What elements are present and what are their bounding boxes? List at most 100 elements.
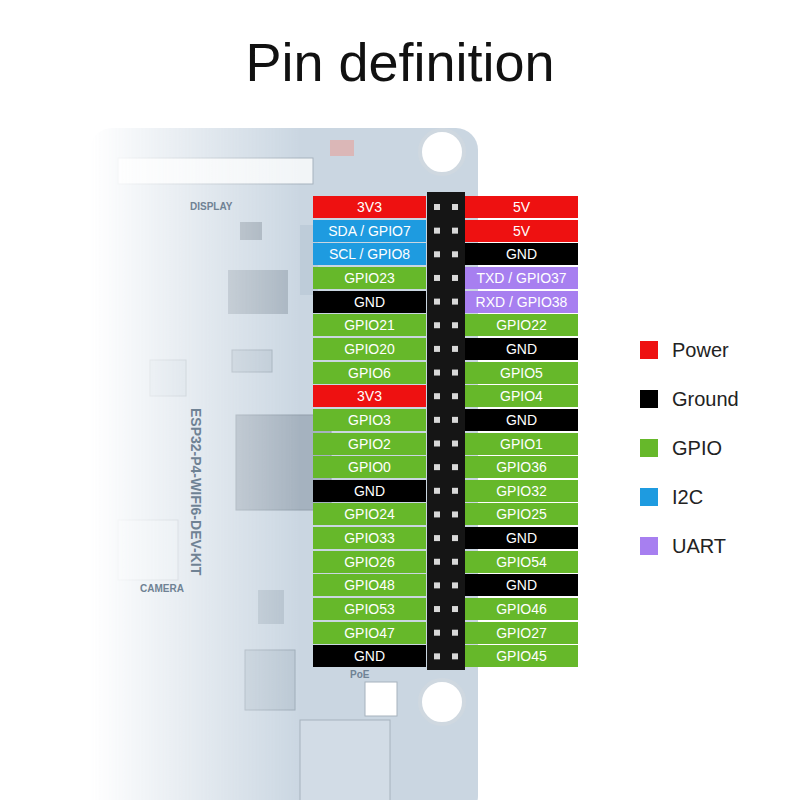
- board-silkscreen: DISPLAY: [190, 201, 232, 212]
- pin-name: 3V3: [357, 199, 382, 215]
- header-pin: [452, 606, 458, 612]
- pin-name: GPIO47: [344, 625, 395, 641]
- header-pin: [452, 275, 458, 281]
- pin-label: RXD / GPIO38: [465, 291, 578, 313]
- header-pin: [452, 653, 458, 659]
- pin-label: GPIO2: [313, 433, 426, 455]
- pin-label: 5V: [465, 220, 578, 242]
- header-pin: [452, 204, 458, 210]
- header-pin: [452, 488, 458, 494]
- pin-name: GPIO54: [496, 554, 547, 570]
- board-silkscreen: PoE: [350, 669, 369, 680]
- pin-name: GPIO3: [348, 412, 391, 428]
- pin-name: GPIO0: [348, 459, 391, 475]
- pin-name: GPIO45: [496, 648, 547, 664]
- pin-name: GPIO20: [344, 341, 395, 357]
- header-pin: [452, 535, 458, 541]
- header-pin: [452, 511, 458, 517]
- pin-name: GPIO36: [496, 459, 547, 475]
- pin-name: GPIO2: [348, 436, 391, 452]
- pin-label: 5V: [465, 196, 578, 218]
- pin-label: GPIO4: [465, 385, 578, 407]
- header-pin: [434, 559, 440, 565]
- header-pin: [452, 322, 458, 328]
- inductor: [150, 360, 186, 396]
- pin-label: SCL / GPIO8: [313, 243, 426, 265]
- poe-jumper: [365, 682, 397, 716]
- pin-name: GPIO27: [496, 625, 547, 641]
- pin-name: RXD / GPIO38: [476, 294, 568, 310]
- header-pin: [434, 251, 440, 257]
- chip-bottom: [245, 650, 295, 710]
- title: Pin definition: [0, 30, 800, 95]
- header-pin: [452, 417, 458, 423]
- pin-label: GND: [313, 291, 426, 313]
- pin-label: GPIO54: [465, 551, 578, 573]
- pin-label: GND: [465, 243, 578, 265]
- header-pin: [434, 299, 440, 305]
- header-pin: [452, 346, 458, 352]
- pin-label: GPIO45: [465, 645, 578, 667]
- flash-chip: [228, 270, 288, 314]
- header-pin: [452, 630, 458, 636]
- pin-name: GPIO25: [496, 506, 547, 522]
- header-pin: [452, 228, 458, 234]
- pin-name: GND: [506, 530, 537, 546]
- pin-label: TXD / GPIO37: [465, 267, 578, 289]
- header-pin: [434, 464, 440, 470]
- pin-name: GND: [506, 246, 537, 262]
- legend-swatch: [640, 537, 658, 555]
- pin-name: GND: [354, 483, 385, 499]
- mic: [258, 590, 284, 624]
- pin-label: GPIO0: [313, 456, 426, 478]
- pin-name: GPIO48: [344, 577, 395, 593]
- pin-name: GPIO22: [496, 317, 547, 333]
- header-small: [232, 350, 272, 372]
- pin-label: GPIO47: [313, 622, 426, 644]
- header-pin: [452, 370, 458, 376]
- display-connector: [118, 158, 313, 184]
- pin-label: GPIO26: [313, 551, 426, 573]
- pin-name: GPIO1: [500, 436, 543, 452]
- pin-label: GND: [465, 338, 578, 360]
- header-pin: [434, 204, 440, 210]
- legend-text: Power: [672, 338, 729, 362]
- pin-name: GPIO5: [500, 365, 543, 381]
- pin-label: GPIO48: [313, 574, 426, 596]
- pin-label: GPIO46: [465, 598, 578, 620]
- header-pin: [452, 582, 458, 588]
- header-pin: [434, 393, 440, 399]
- pin-label: GPIO24: [313, 503, 426, 525]
- pin-label: GPIO5: [465, 362, 578, 384]
- legend-text: UART: [672, 534, 726, 558]
- pin-label: GPIO36: [465, 456, 578, 478]
- header-pin: [434, 535, 440, 541]
- pin-label: GPIO33: [313, 527, 426, 549]
- header-pin: [452, 299, 458, 305]
- pin-name: GPIO4: [500, 388, 543, 404]
- header-pin: [434, 511, 440, 517]
- pin-name: GPIO6: [348, 365, 391, 381]
- pin-label: GPIO21: [313, 314, 426, 336]
- pin-label: GPIO32: [465, 480, 578, 502]
- pin-label: GND: [465, 409, 578, 431]
- board-silkscreen: ESP32-P4-WIFI6-DEV-KIT: [188, 408, 204, 575]
- pin-label: SDA / GPIO7: [313, 220, 426, 242]
- pin-header: [427, 192, 465, 670]
- pin-label: GND: [313, 645, 426, 667]
- header-pin: [452, 464, 458, 470]
- pin-label: GPIO25: [465, 503, 578, 525]
- header-pin: [434, 322, 440, 328]
- pin-name: GND: [506, 341, 537, 357]
- pin-name: SDA / GPIO7: [328, 223, 410, 239]
- header-pins: [434, 204, 458, 659]
- legend-text: I2C: [672, 485, 703, 509]
- header-pin: [434, 488, 440, 494]
- pin-name: GPIO33: [344, 530, 395, 546]
- pin-name: 3V3: [357, 388, 382, 404]
- board-silkscreen: CAMERA: [140, 583, 184, 594]
- pin-name: GPIO53: [344, 601, 395, 617]
- pin-name: SCL / GPIO8: [329, 246, 410, 262]
- pin-name: GPIO32: [496, 483, 547, 499]
